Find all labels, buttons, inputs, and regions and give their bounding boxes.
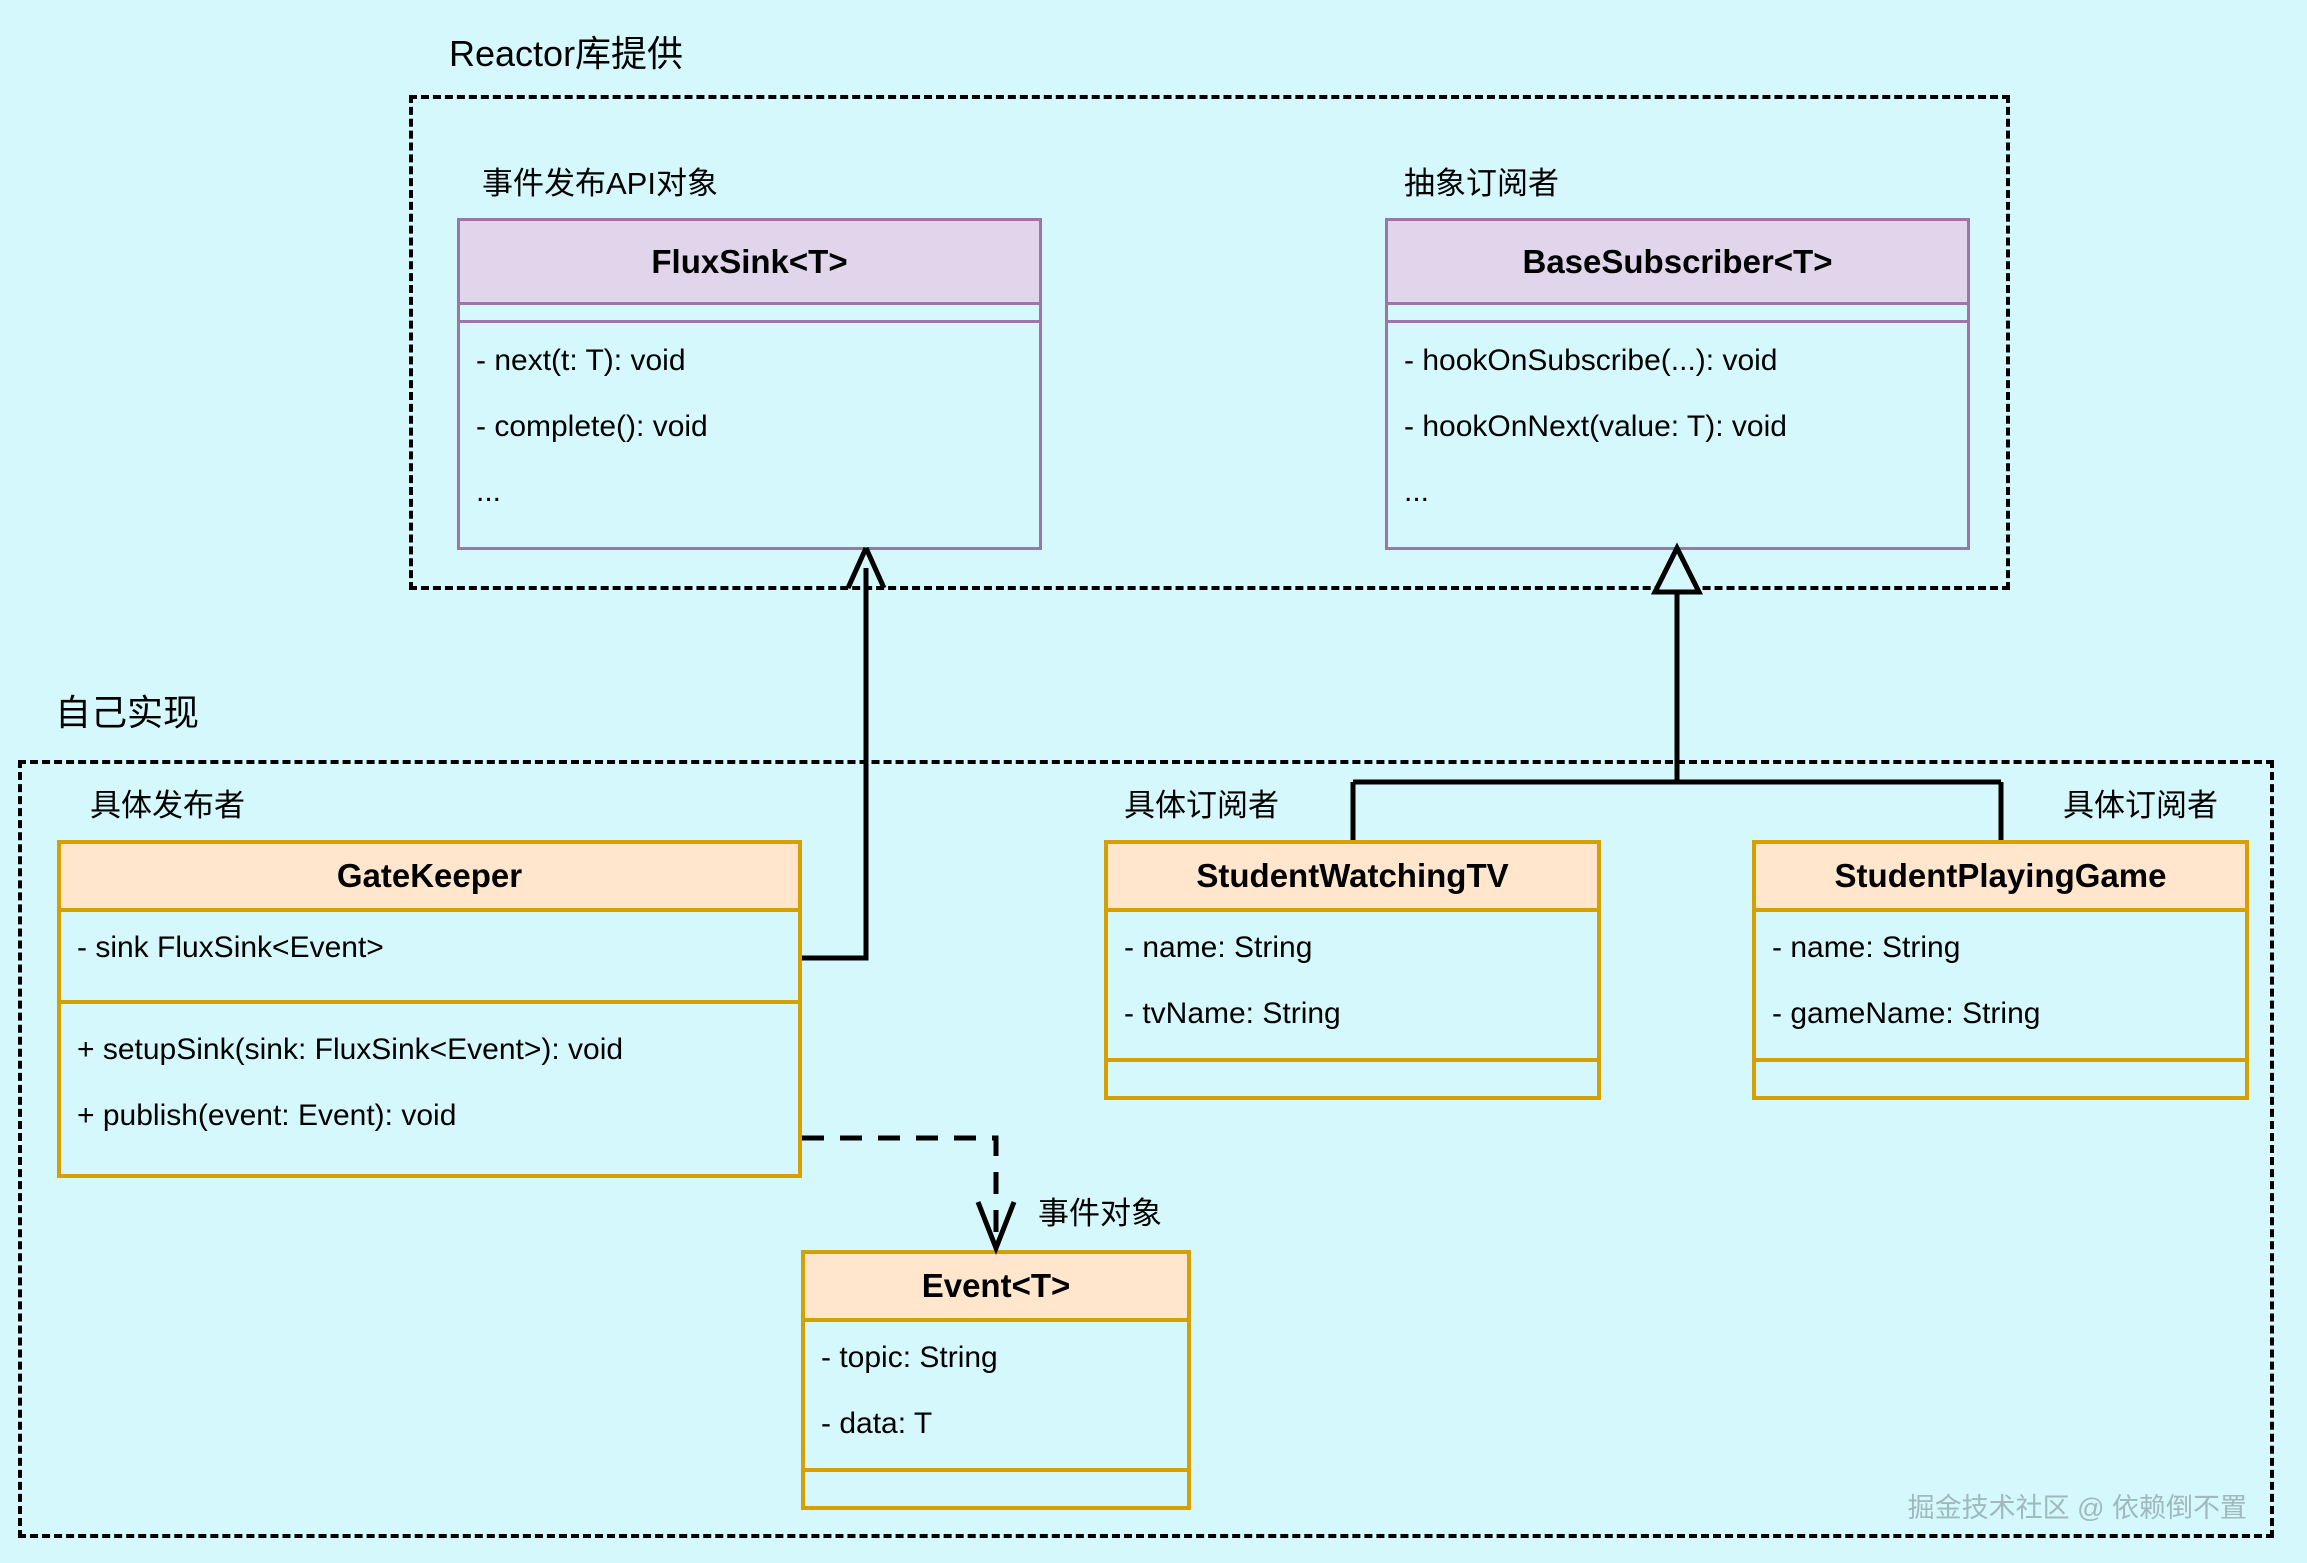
class-box-fluxsink[interactable]: FluxSink<T> - next(t: T): void - complet… [457, 218, 1042, 550]
caption-fluxsink: 事件发布API对象 [482, 166, 718, 201]
class-event-attributes: - topic: String - data: T [805, 1322, 1187, 1468]
class-fluxsink-operations: - next(t: T): void - complete(): void ..… [460, 323, 1039, 526]
class-studentwatchingtv-operations [1108, 1058, 1597, 1080]
caption-studentplayinggame: 具体订阅者 [2063, 788, 2218, 823]
class-fluxsink-empty-compartment [460, 305, 1039, 323]
class-name-studentwatchingtv: StudentWatchingTV [1108, 844, 1597, 912]
member-row: ... [1404, 475, 1430, 508]
class-basesubscriber-empty-compartment [1388, 305, 1967, 323]
class-box-studentwatchingtv[interactable]: StudentWatchingTV - name: String - tvNam… [1104, 840, 1601, 1100]
class-box-basesubscriber[interactable]: BaseSubscriber<T> - hookOnSubscribe(...)… [1385, 218, 1970, 550]
caption-event: 事件对象 [1038, 1196, 1162, 1231]
member-row: - next(t: T): void [476, 344, 686, 377]
member-row: - hookOnNext(value: T): void [1404, 409, 1787, 443]
member-row: - topic: String [821, 1341, 998, 1374]
class-studentwatchingtv-attributes: - name: String - tvName: String [1108, 912, 1597, 1058]
class-basesubscriber-operations: - hookOnSubscribe(...): void - hookOnNex… [1388, 323, 1967, 526]
member-row: - name: String [1124, 931, 1313, 964]
caption-basesubscriber: 抽象订阅者 [1404, 166, 1559, 201]
member-row: - hookOnSubscribe(...): void [1404, 344, 1778, 377]
group-title-own-impl: 自己实现 [55, 692, 200, 733]
class-name-basesubscriber: BaseSubscriber<T> [1388, 221, 1967, 305]
class-studentplayinggame-operations [1756, 1058, 2245, 1080]
member-row: + setupSink(sink: FluxSink<Event>): void [77, 1033, 624, 1066]
class-name-fluxsink: FluxSink<T> [460, 221, 1039, 305]
class-studentplayinggame-attributes: - name: String - gameName: String [1756, 912, 2245, 1058]
member-row: - complete(): void [476, 409, 708, 443]
class-gatekeeper-attributes: - sink FluxSink<Event> [61, 912, 798, 1000]
member-row: + publish(event: Event): void [77, 1098, 457, 1132]
class-box-studentplayinggame[interactable]: StudentPlayingGame - name: String - game… [1752, 840, 2249, 1100]
class-name-event: Event<T> [805, 1254, 1187, 1322]
member-row: - gameName: String [1772, 996, 2041, 1030]
class-name-gatekeeper: GateKeeper [61, 844, 798, 912]
member-row: - tvName: String [1124, 996, 1341, 1030]
group-title-reactor: Reactor库提供 [449, 33, 684, 74]
group-frame-own-impl [18, 760, 2274, 1538]
class-gatekeeper-operations: + setupSink(sink: FluxSink<Event>): void… [61, 1000, 798, 1149]
caption-studentwatchingtv: 具体订阅者 [1124, 788, 1279, 823]
class-box-gatekeeper[interactable]: GateKeeper - sink FluxSink<Event> + setu… [57, 840, 802, 1178]
class-name-studentplayinggame: StudentPlayingGame [1756, 844, 2245, 912]
member-row: - name: String [1772, 931, 1961, 964]
member-row: ... [476, 475, 502, 508]
watermark-text: 掘金技术社区 @ 依赖倒不置 [1907, 1493, 2247, 1523]
member-row: - data: T [821, 1406, 933, 1440]
member-row: - sink FluxSink<Event> [77, 931, 384, 964]
class-box-event[interactable]: Event<T> - topic: String - data: T [801, 1250, 1191, 1510]
class-event-operations [805, 1468, 1187, 1490]
caption-gatekeeper: 具体发布者 [90, 788, 245, 823]
group-frame-reactor [409, 95, 2010, 590]
